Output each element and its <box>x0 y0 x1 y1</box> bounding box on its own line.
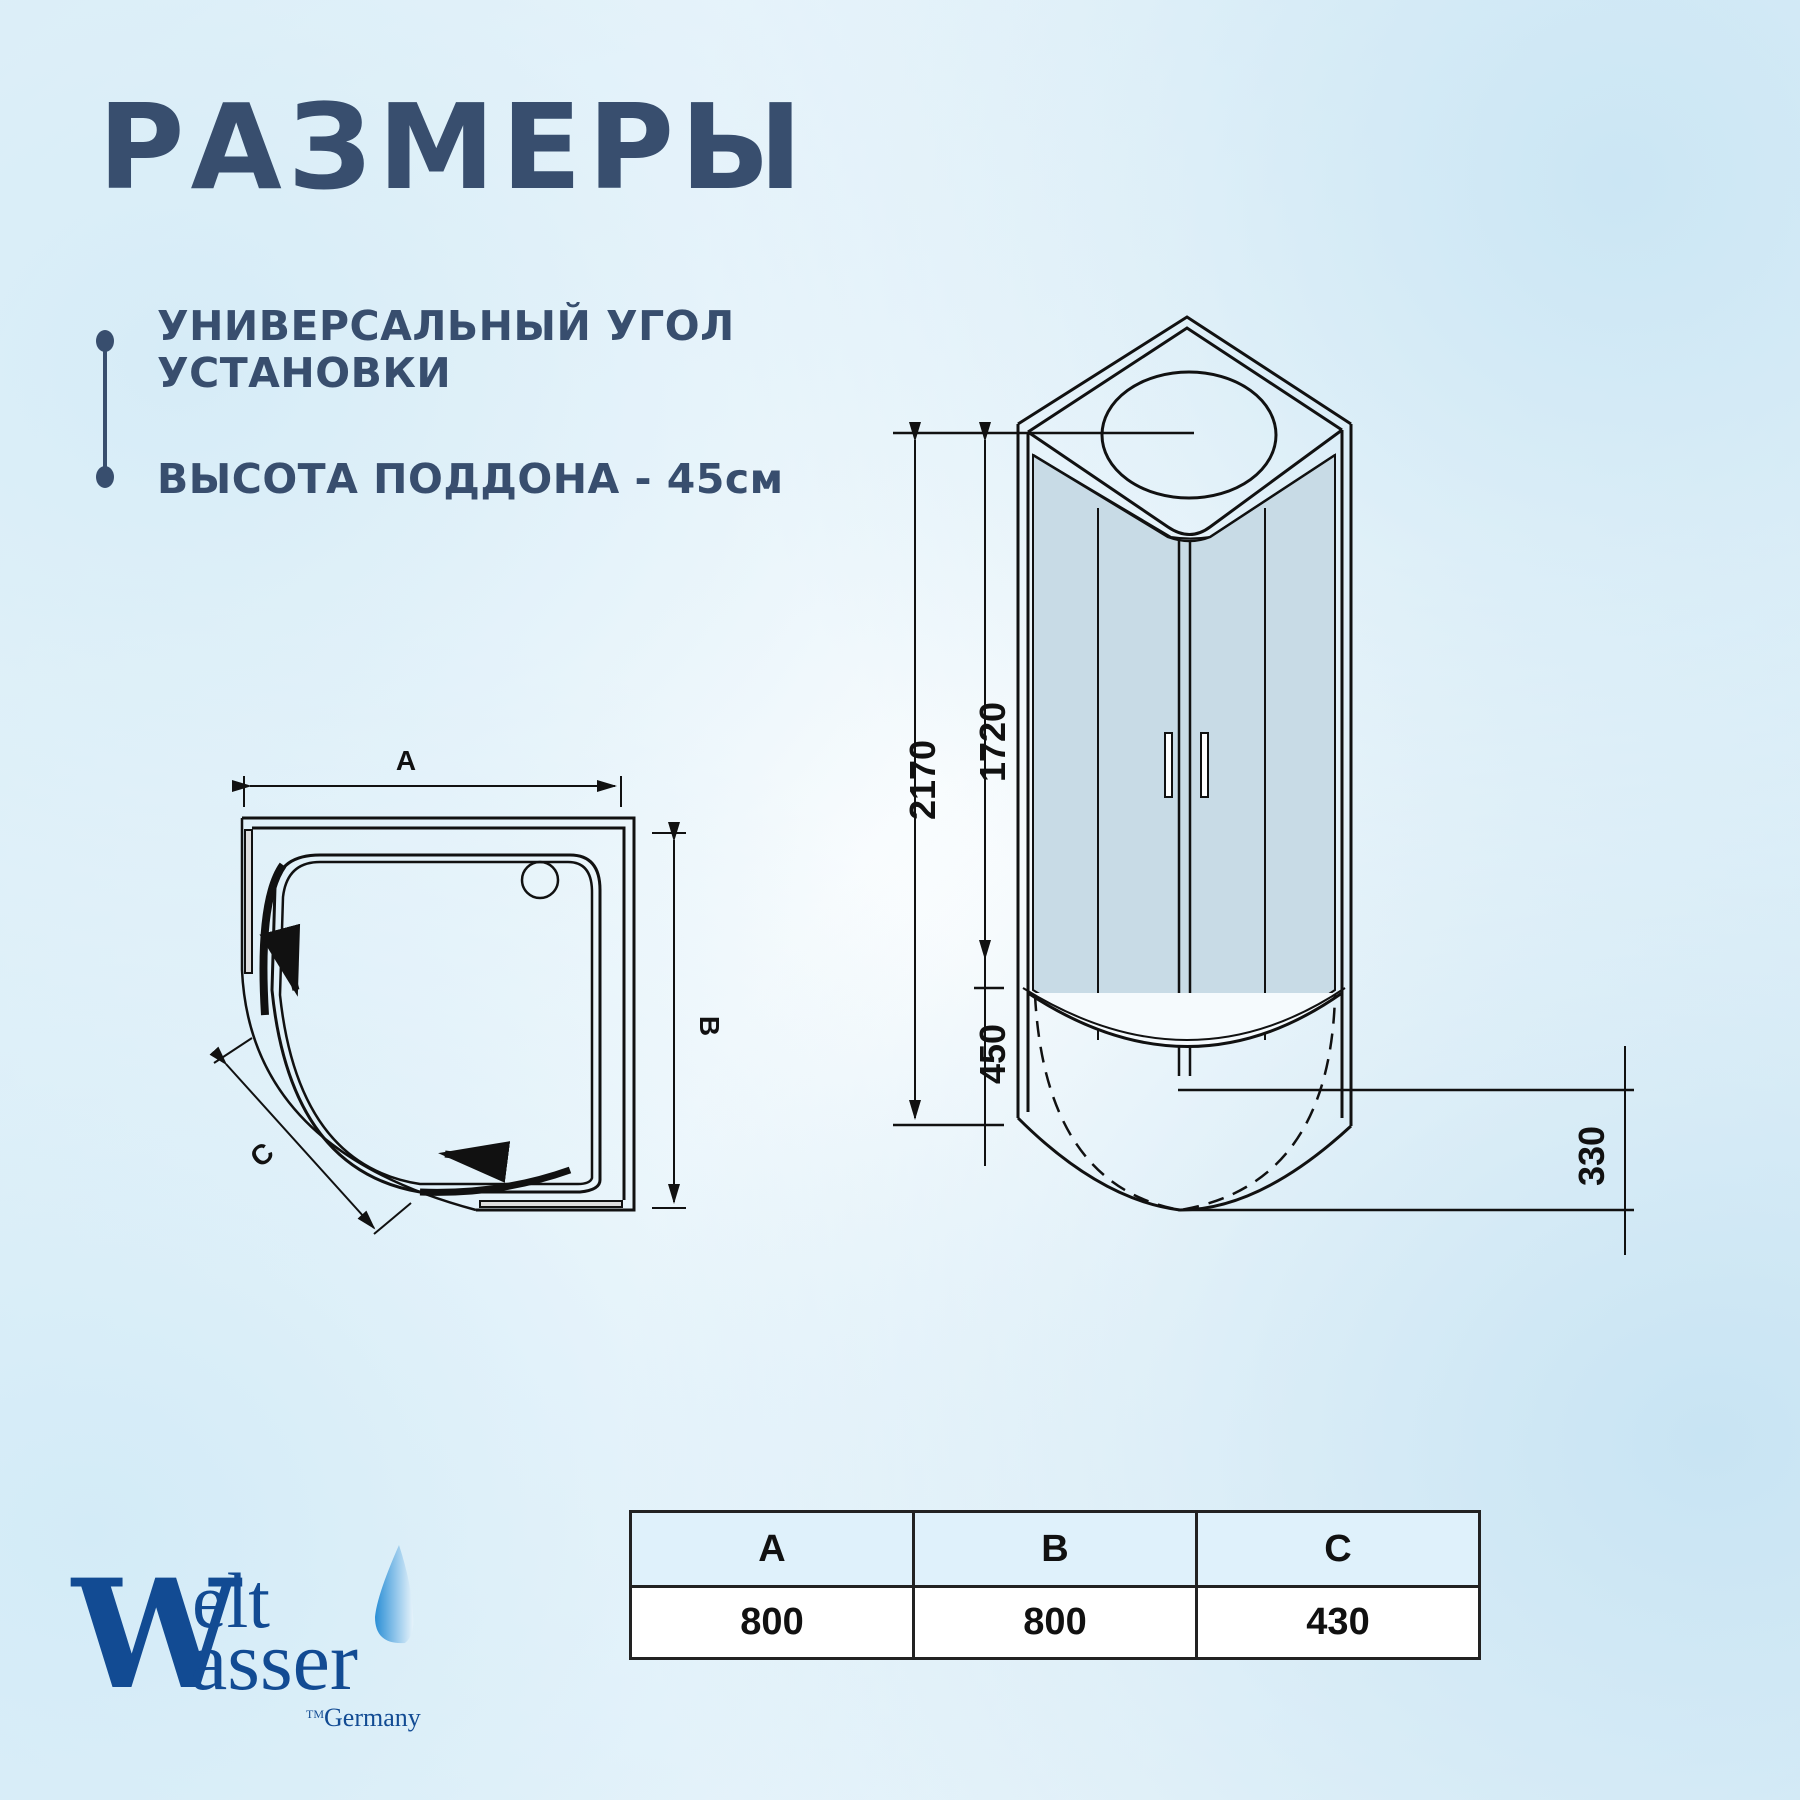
dim-b-label: B <box>694 1016 725 1036</box>
feature-corner-line2: УСТАНОВКИ <box>157 349 452 397</box>
logo-country: TMGermany <box>306 1705 421 1731</box>
page-title: РАЗМЕРЫ <box>98 78 809 216</box>
feature-tray-height: ВЫСОТА ПОДДОНА - 45см <box>157 455 784 503</box>
dim-tray-height: 450 <box>972 1024 1013 1084</box>
logo-initial: W <box>72 1547 240 1723</box>
dim-a-label: A <box>396 745 416 776</box>
table-header-a: A <box>629 1510 915 1588</box>
plan-view <box>209 776 686 1235</box>
table-value-b: 800 <box>912 1585 1198 1660</box>
logo-word-2: asser <box>190 1615 358 1708</box>
table-value-c: 430 <box>1195 1585 1481 1660</box>
logo-country-text: Germany <box>324 1703 421 1732</box>
dim-tray-depth: 330 <box>1571 1126 1612 1186</box>
brand-logo: W elt asser TMGermany <box>72 1540 452 1740</box>
logo-tm: TM <box>306 1707 324 1721</box>
dimensions-table: A B C 800 800 430 <box>629 1510 1481 1660</box>
logo-word-1: elt <box>192 1557 270 1644</box>
feature-list-connector <box>103 340 107 478</box>
table-header-row: A B C <box>629 1510 1481 1588</box>
side-view <box>893 315 1634 1255</box>
water-drop-icon <box>375 1545 414 1644</box>
bullet-dot <box>96 466 114 488</box>
dim-total-height: 2170 <box>902 740 943 820</box>
table-header-b: B <box>912 1510 1198 1588</box>
table-header-c: C <box>1195 1510 1481 1588</box>
dim-cabin-height: 1720 <box>972 702 1013 782</box>
table-value-a: 800 <box>629 1585 915 1660</box>
table-row: 800 800 430 <box>629 1585 1481 1660</box>
feature-corner-line1: УНИВЕРСАЛЬНЫЙ УГОЛ <box>157 302 735 350</box>
bullet-dot <box>96 330 114 352</box>
dim-c-label: C <box>244 1136 279 1173</box>
